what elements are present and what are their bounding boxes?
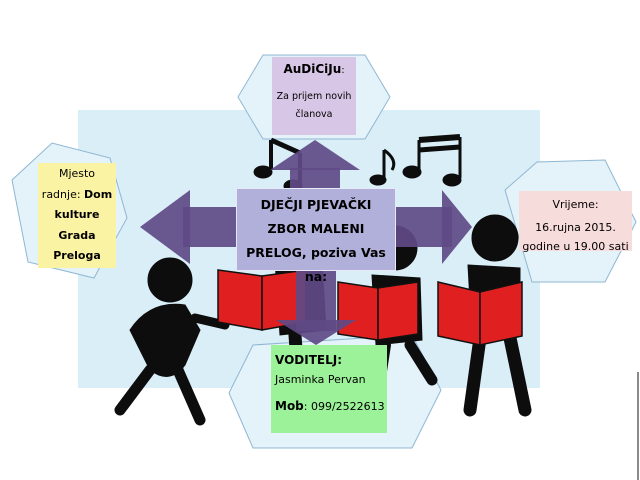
audition-line2: članova — [295, 109, 333, 120]
musical-notes-icon — [253, 134, 462, 193]
choir-title-line3: PRELOG, poziva Vas na: — [246, 245, 386, 284]
audition-colon: : — [341, 65, 345, 76]
audition-box: AuDiCiJu: Za prijem novih članova — [272, 57, 356, 135]
audition-title: AuDiCiJu — [283, 62, 342, 76]
place-bold4: Preloga — [53, 249, 101, 262]
leader-name: Jasminka Pervan — [275, 373, 366, 386]
choir-title-line2: ZBOR MALENI — [267, 221, 365, 236]
mob-value: : 099/2522613 — [303, 400, 385, 413]
place-bold1: Dom — [84, 187, 113, 201]
place-prefix: radnje: — [41, 187, 85, 201]
place-bold2: kulture — [54, 208, 100, 221]
time-label: Vrijeme: — [552, 198, 599, 211]
time-date: 16.rujna 2015. — [535, 221, 616, 234]
choir-title-box: DJEČJI PJEVAČKI ZBOR MALENI PRELOG, pozi… — [236, 188, 396, 284]
place-line1: Mjesto — [58, 167, 96, 180]
choir-title-line1: DJEČJI PJEVAČKI — [260, 197, 372, 212]
leader-box: VODITELJ: Jasminka Pervan Mob: 099/25226… — [271, 345, 387, 433]
time-time: godine u 19.00 sati — [522, 240, 629, 253]
time-box: Vrijeme: 16.rujna 2015. godine u 19.00 s… — [519, 191, 632, 253]
place-bold3: Grada — [58, 228, 96, 242]
page-edge-line — [637, 372, 639, 480]
mob-label: Mob — [275, 399, 304, 413]
audition-line1: Za prijem novih — [276, 91, 352, 102]
four-way-arrow — [140, 140, 472, 345]
place-box: Mjesto radnje: Dom kulture Grada Preloga — [38, 163, 116, 268]
leader-label: VODITELJ: — [275, 353, 342, 367]
songbooks-icon — [217, 269, 523, 346]
